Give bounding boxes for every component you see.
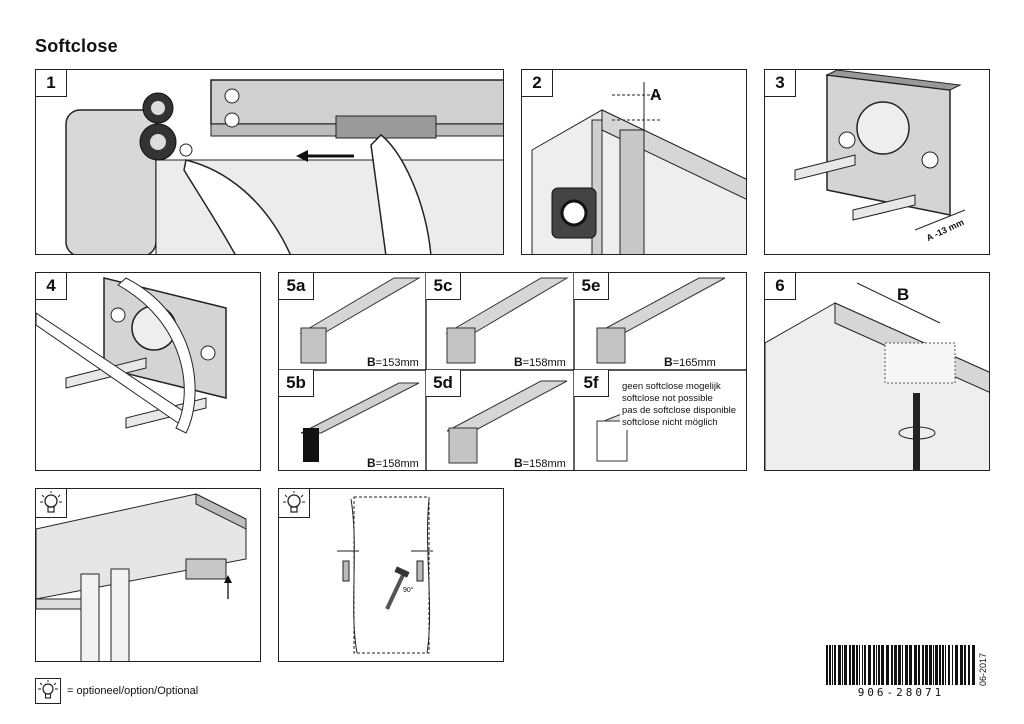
optional-panel-door-adjust: 90°: [278, 488, 504, 662]
barcode-bar: [929, 645, 932, 685]
profile-5d-label: 5d: [426, 370, 461, 397]
profile-5f-label: 5f: [574, 370, 609, 397]
step-number: 6: [765, 273, 796, 300]
barcode-bar: [894, 645, 897, 685]
step-number: 2: [522, 70, 553, 97]
barcode-bar: [862, 645, 863, 685]
barcode-bar: [856, 645, 858, 685]
step-number: 3: [765, 70, 796, 97]
profile-5e-b-value: B=165mm: [664, 355, 716, 369]
step-4-panel: 4: [35, 272, 261, 471]
step-1-panel: 1: [35, 69, 504, 255]
barcode-bar: [922, 645, 924, 685]
barcode-bar: [939, 645, 941, 685]
profile-5e-label: 5e: [574, 273, 609, 300]
page-title: Softclose: [35, 36, 118, 56]
rail-mount-illustration: [65, 79, 503, 254]
legend-text: = optioneel/option/Optional: [67, 685, 199, 697]
barcode-bar: [914, 645, 917, 685]
step-3-panel: 3 A -13 mm: [764, 69, 990, 255]
barcode-bar: [859, 645, 860, 685]
barcode-bar: [881, 645, 884, 685]
optional-indicator: [279, 489, 310, 518]
step-5-panel: 5a 5c 5e 5b 5d 5f B=153mm B=158mm B=165m…: [278, 272, 747, 471]
profile-5b-b-value: B=158mm: [367, 456, 419, 470]
barcode-bar: [878, 645, 880, 685]
barcode-bar: [832, 645, 833, 685]
barcode-bar: [886, 645, 889, 685]
barcode-bar: [942, 645, 944, 685]
barcode-bar: [935, 645, 938, 685]
measure-a-illustration: [531, 82, 746, 254]
barcode-bar: [868, 645, 871, 685]
barcode-bar: [960, 645, 963, 685]
step-number: 1: [36, 70, 67, 97]
angle-label: 90°: [403, 587, 414, 594]
barcode-bar: [918, 645, 920, 685]
profile-5a-label: 5a: [279, 273, 314, 300]
barcode-bar: [838, 645, 841, 685]
barcode-bar: [925, 645, 928, 685]
barcode-bar: [844, 645, 847, 685]
barcode-bar: [968, 645, 970, 685]
print-date: 06-2017: [978, 652, 988, 686]
step-number: 4: [36, 273, 67, 300]
barcode-bar: [972, 645, 975, 685]
lightbulb-icon: [40, 491, 62, 513]
barcode-number: 906-28071: [857, 686, 945, 699]
barcode-bar: [902, 645, 903, 685]
softclose-bracket-illustration: [794, 70, 966, 231]
bend-tab-illustration: [36, 277, 227, 434]
barcode-bar: [849, 645, 851, 685]
legend: = optioneel/option/Optional: [35, 678, 198, 704]
barcode-bar: [873, 645, 875, 685]
barcode-bar: [964, 645, 966, 685]
barcode-bar: [948, 645, 950, 685]
barcode-bar: [834, 645, 836, 685]
barcode-bar: [864, 645, 866, 685]
barcode-bar: [909, 645, 912, 685]
optional-panel-rail-end: [35, 488, 261, 662]
profile-5f-note: geen softclose mogelijk softclose not po…: [620, 380, 739, 430]
dimension-a-label: A: [650, 87, 662, 104]
barcode-bar: [842, 645, 843, 685]
barcode-bar: [905, 645, 908, 685]
barcode-bar: [933, 645, 934, 685]
rail-end-illustration: [36, 493, 247, 661]
door-adjust-illustration: [337, 496, 433, 654]
step-6-panel: 6 B: [764, 272, 990, 471]
barcode-bar: [955, 645, 958, 685]
profile-5b-label: 5b: [279, 370, 314, 397]
profile-5c-b-value: B=158mm: [514, 355, 566, 369]
barcode: [826, 645, 975, 685]
barcode-bar: [829, 645, 831, 685]
measure-b-illustration: [765, 282, 989, 470]
barcode-bar: [826, 645, 828, 685]
barcode-bar: [852, 645, 855, 685]
optional-indicator: [36, 489, 67, 518]
step-2-panel: 2 A: [521, 69, 747, 255]
profile-5c-label: 5c: [426, 273, 461, 300]
lightbulb-icon: [283, 491, 305, 513]
profile-grid-lines: [279, 273, 746, 470]
profile-5a-b-value: B=153mm: [367, 355, 419, 369]
barcode-bar: [876, 645, 877, 685]
profile-5d-b-value: B=158mm: [514, 456, 566, 470]
dimension-b-label: B: [897, 285, 910, 304]
legend-icon-box: [35, 678, 61, 704]
lightbulb-icon: [38, 680, 58, 699]
barcode-bar: [898, 645, 901, 685]
barcode-bar: [952, 645, 953, 685]
barcode-bar: [891, 645, 893, 685]
barcode-bar: [945, 645, 946, 685]
